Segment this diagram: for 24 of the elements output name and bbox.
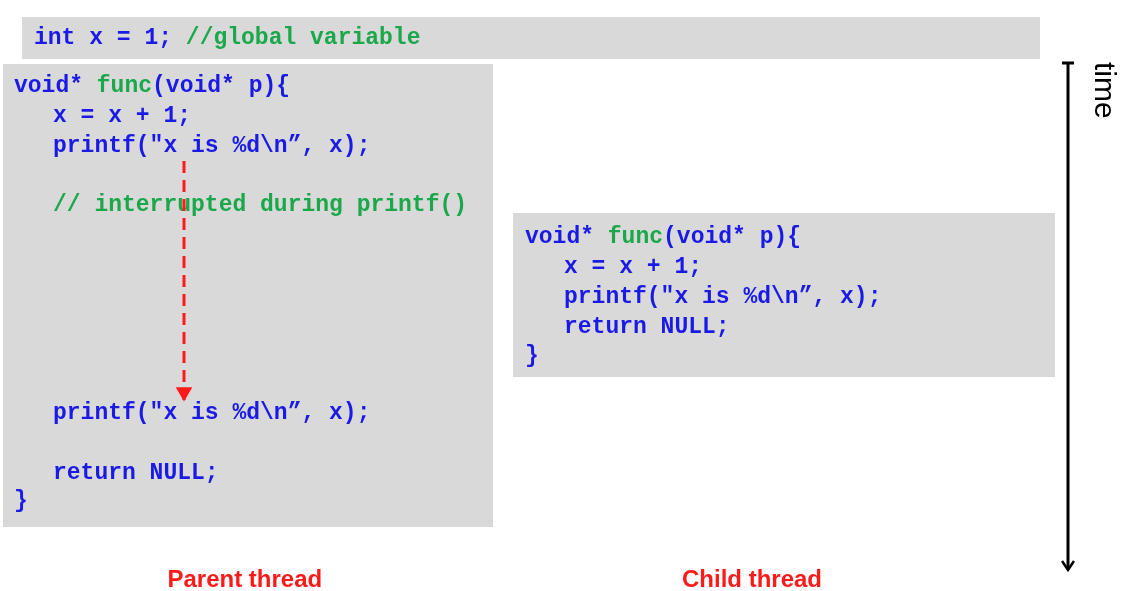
code-line: printf("x is %d\n”, x); (53, 400, 371, 426)
code-line: x = x + 1; (564, 254, 703, 280)
code-line: return NULL; (53, 460, 219, 486)
code-comment: //global variable (185, 25, 421, 51)
code-line: x = x + 1; (53, 103, 192, 129)
code-line: } (525, 343, 539, 369)
axis-label: time (1088, 62, 1122, 119)
thread-label: Parent thread (167, 565, 323, 591)
code-line: printf("x is %d\n”, x); (53, 133, 371, 159)
code-panel (513, 213, 1055, 377)
function-name: func (607, 224, 664, 250)
code-line: return NULL; (564, 314, 730, 340)
code-line: int x = 1; (34, 25, 173, 51)
arrow (176, 161, 192, 401)
code-line: void* (14, 73, 83, 99)
code-line: void* (525, 224, 594, 250)
thread-label: Child thread (682, 565, 822, 591)
code-line: printf("x is %d\n”, x); (564, 284, 882, 310)
code-line-panel (22, 17, 1040, 59)
code-line: (void* p){ (663, 224, 802, 250)
code-panel (3, 64, 493, 527)
code-line: (void* p){ (152, 73, 291, 99)
code-line: } (14, 488, 28, 514)
function-name: func (96, 73, 153, 99)
